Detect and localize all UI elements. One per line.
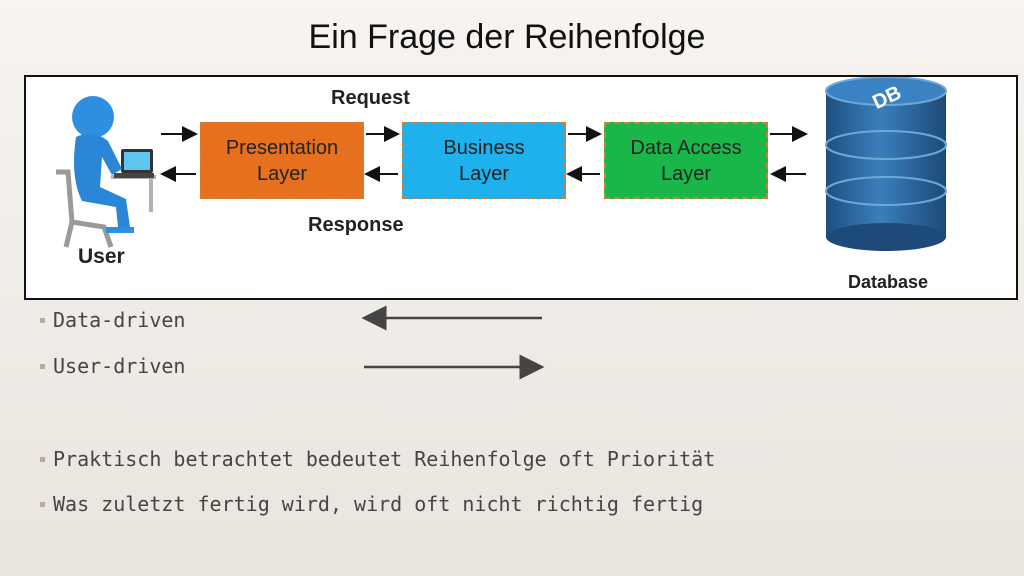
request-label: Request: [331, 87, 410, 109]
bullet-marker: [40, 501, 45, 507]
user-icon: [56, 96, 156, 248]
bullet-marker: [40, 317, 45, 323]
bullet-marker: [40, 456, 45, 462]
bullet-data-driven: Data-driven: [40, 308, 185, 332]
user-label: User: [78, 245, 125, 268]
bullet-text: Was zuletzt fertig wird, wird oft nicht …: [53, 492, 704, 516]
database-icon: DB: [825, 77, 947, 251]
bullet-user-driven: User-driven: [40, 354, 185, 378]
bullet-text: Data-driven: [53, 308, 186, 332]
architecture-diagram: DB Presentation Layer Business Layer Dat…: [24, 75, 1018, 300]
slide-title: Ein Frage der Reihenfolge: [308, 18, 706, 56]
response-label: Response: [308, 214, 404, 236]
bullet-list: Data-driven User-driven Praktisch betrac…: [40, 0, 980, 576]
bullet-marker: [40, 363, 45, 369]
diagram-graphics: DB: [56, 77, 947, 251]
presentation-layer-box: Presentation Layer: [200, 122, 364, 199]
bullet-last-finished: Was zuletzt fertig wird, wird oft nicht …: [40, 492, 703, 516]
bullet-priority: Praktisch betrachtet bedeutet Reihenfolg…: [40, 447, 715, 471]
business-layer-box: Business Layer: [402, 122, 566, 199]
bullet-text: Praktisch betrachtet bedeutet Reihenfolg…: [53, 447, 716, 471]
data-access-layer-box: Data Access Layer: [604, 122, 768, 199]
bullet-text: User-driven: [53, 354, 186, 378]
database-label: Database: [848, 272, 929, 292]
